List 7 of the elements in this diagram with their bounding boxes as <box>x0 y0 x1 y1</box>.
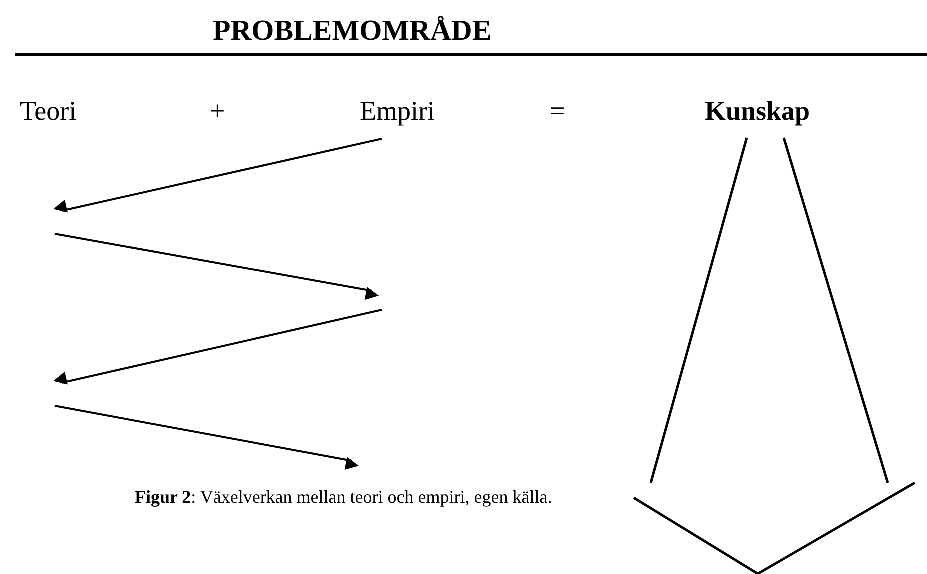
operator-sign: + <box>210 98 226 125</box>
term-label: Empiri <box>360 98 435 125</box>
diagram-title: PROBLEMOMRÅDE <box>213 17 492 46</box>
result-label: Kunskap <box>705 98 810 125</box>
operator-sign: = <box>550 98 566 125</box>
term-label: Teori <box>20 98 77 125</box>
figure-caption: Figur 2: Växelverkan mellan teori och empiri, egen källa. <box>135 488 552 506</box>
